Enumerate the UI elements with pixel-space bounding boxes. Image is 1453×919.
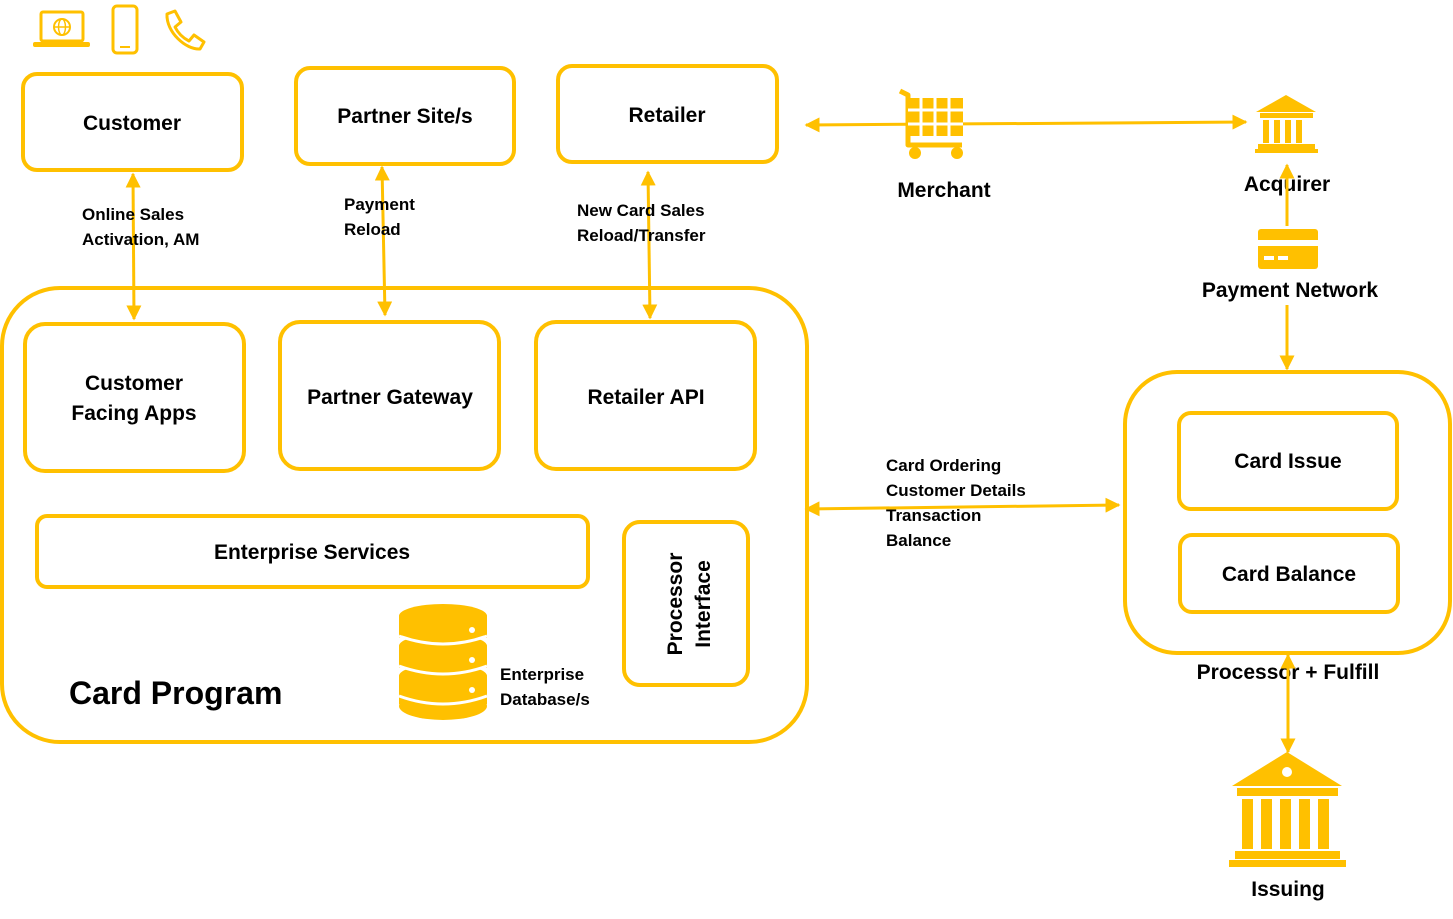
issuing-label: Issuing	[1251, 878, 1325, 901]
retailer-merchant-acquirer-arrow	[804, 114, 1248, 133]
card-issue-box	[1177, 411, 1399, 511]
customer-box: Customer	[21, 72, 244, 172]
processor-interface-label-1: Processor	[664, 553, 687, 656]
svg-text:Reload/Transfer: Reload/Transfer	[577, 226, 706, 245]
customer-flow-arrow	[125, 172, 142, 321]
customer-facing-apps-box	[23, 322, 246, 473]
customer-facing-apps-label-1: Customer	[85, 372, 183, 395]
card-balance-label: Card Balance	[1222, 563, 1356, 586]
card-balance-box	[1178, 533, 1400, 614]
partner-flow-arrow	[374, 165, 393, 317]
card-program-title: Card Program	[69, 675, 282, 711]
retailer-label: Retailer	[628, 104, 705, 127]
svg-text:Activation, AM: Activation, AM	[82, 230, 199, 249]
card-program-container: Customer Facing Apps Partner Gateway Ret…	[0, 286, 809, 744]
acquirer-bank-icon	[1255, 95, 1318, 153]
partner-gateway-label: Partner Gateway	[307, 386, 473, 409]
svg-text:Card Ordering: Card Ordering	[886, 456, 1001, 475]
program-processor-arrow	[804, 497, 1121, 517]
customer-label: Customer	[83, 112, 181, 135]
customer-facing-apps-label-2: Facing Apps	[71, 402, 196, 425]
svg-text:Reload: Reload	[344, 220, 401, 239]
svg-text:New Card Sales: New Card Sales	[577, 201, 705, 220]
processor-interface-label-2: Interface	[692, 560, 715, 648]
partner-sites-box: Partner Site/s	[294, 66, 516, 166]
laptop-globe-icon	[33, 10, 90, 47]
database-label-1: Enterprise	[500, 665, 584, 684]
payment-network-label: Payment Network	[1202, 279, 1379, 302]
phone-handset-icon	[165, 9, 206, 51]
merchant-label: Merchant	[897, 179, 990, 202]
customer-flow-label: Online Sales Activation, AM	[82, 205, 199, 249]
credit-card-icon	[1258, 229, 1318, 269]
processor-flow-label: Card Ordering Customer Details Transacti…	[886, 456, 1026, 550]
processor-interface-box	[622, 520, 750, 687]
retailer-flow-label: New Card Sales Reload/Transfer	[577, 201, 706, 245]
retailer-box: Retailer	[556, 64, 779, 164]
enterprise-services-label: Enterprise Services	[214, 541, 410, 564]
partner-gateway-box	[278, 320, 501, 471]
svg-text:Customer Details: Customer Details	[886, 481, 1026, 500]
svg-text:Balance: Balance	[886, 531, 951, 550]
retailer-api-label: Retailer API	[587, 386, 704, 409]
svg-text:Online Sales: Online Sales	[82, 205, 184, 224]
database-icon	[398, 604, 488, 720]
enterprise-services-box	[35, 514, 590, 589]
partner-sites-label: Partner Site/s	[337, 105, 472, 128]
retailer-api-box	[534, 320, 757, 471]
partner-flow-label: Payment Reload	[344, 195, 415, 239]
smartphone-icon	[111, 4, 139, 55]
retailer-flow-arrow	[640, 170, 658, 320]
database-label-2: Database/s	[500, 690, 590, 709]
issuing-bank-icon	[1229, 752, 1346, 867]
svg-text:Transaction: Transaction	[886, 506, 981, 525]
shopping-cart-icon	[898, 88, 963, 159]
card-issue-label: Card Issue	[1234, 450, 1341, 473]
svg-text:Payment: Payment	[344, 195, 415, 214]
processor-container: Card Issue Card Balance	[1123, 370, 1452, 655]
